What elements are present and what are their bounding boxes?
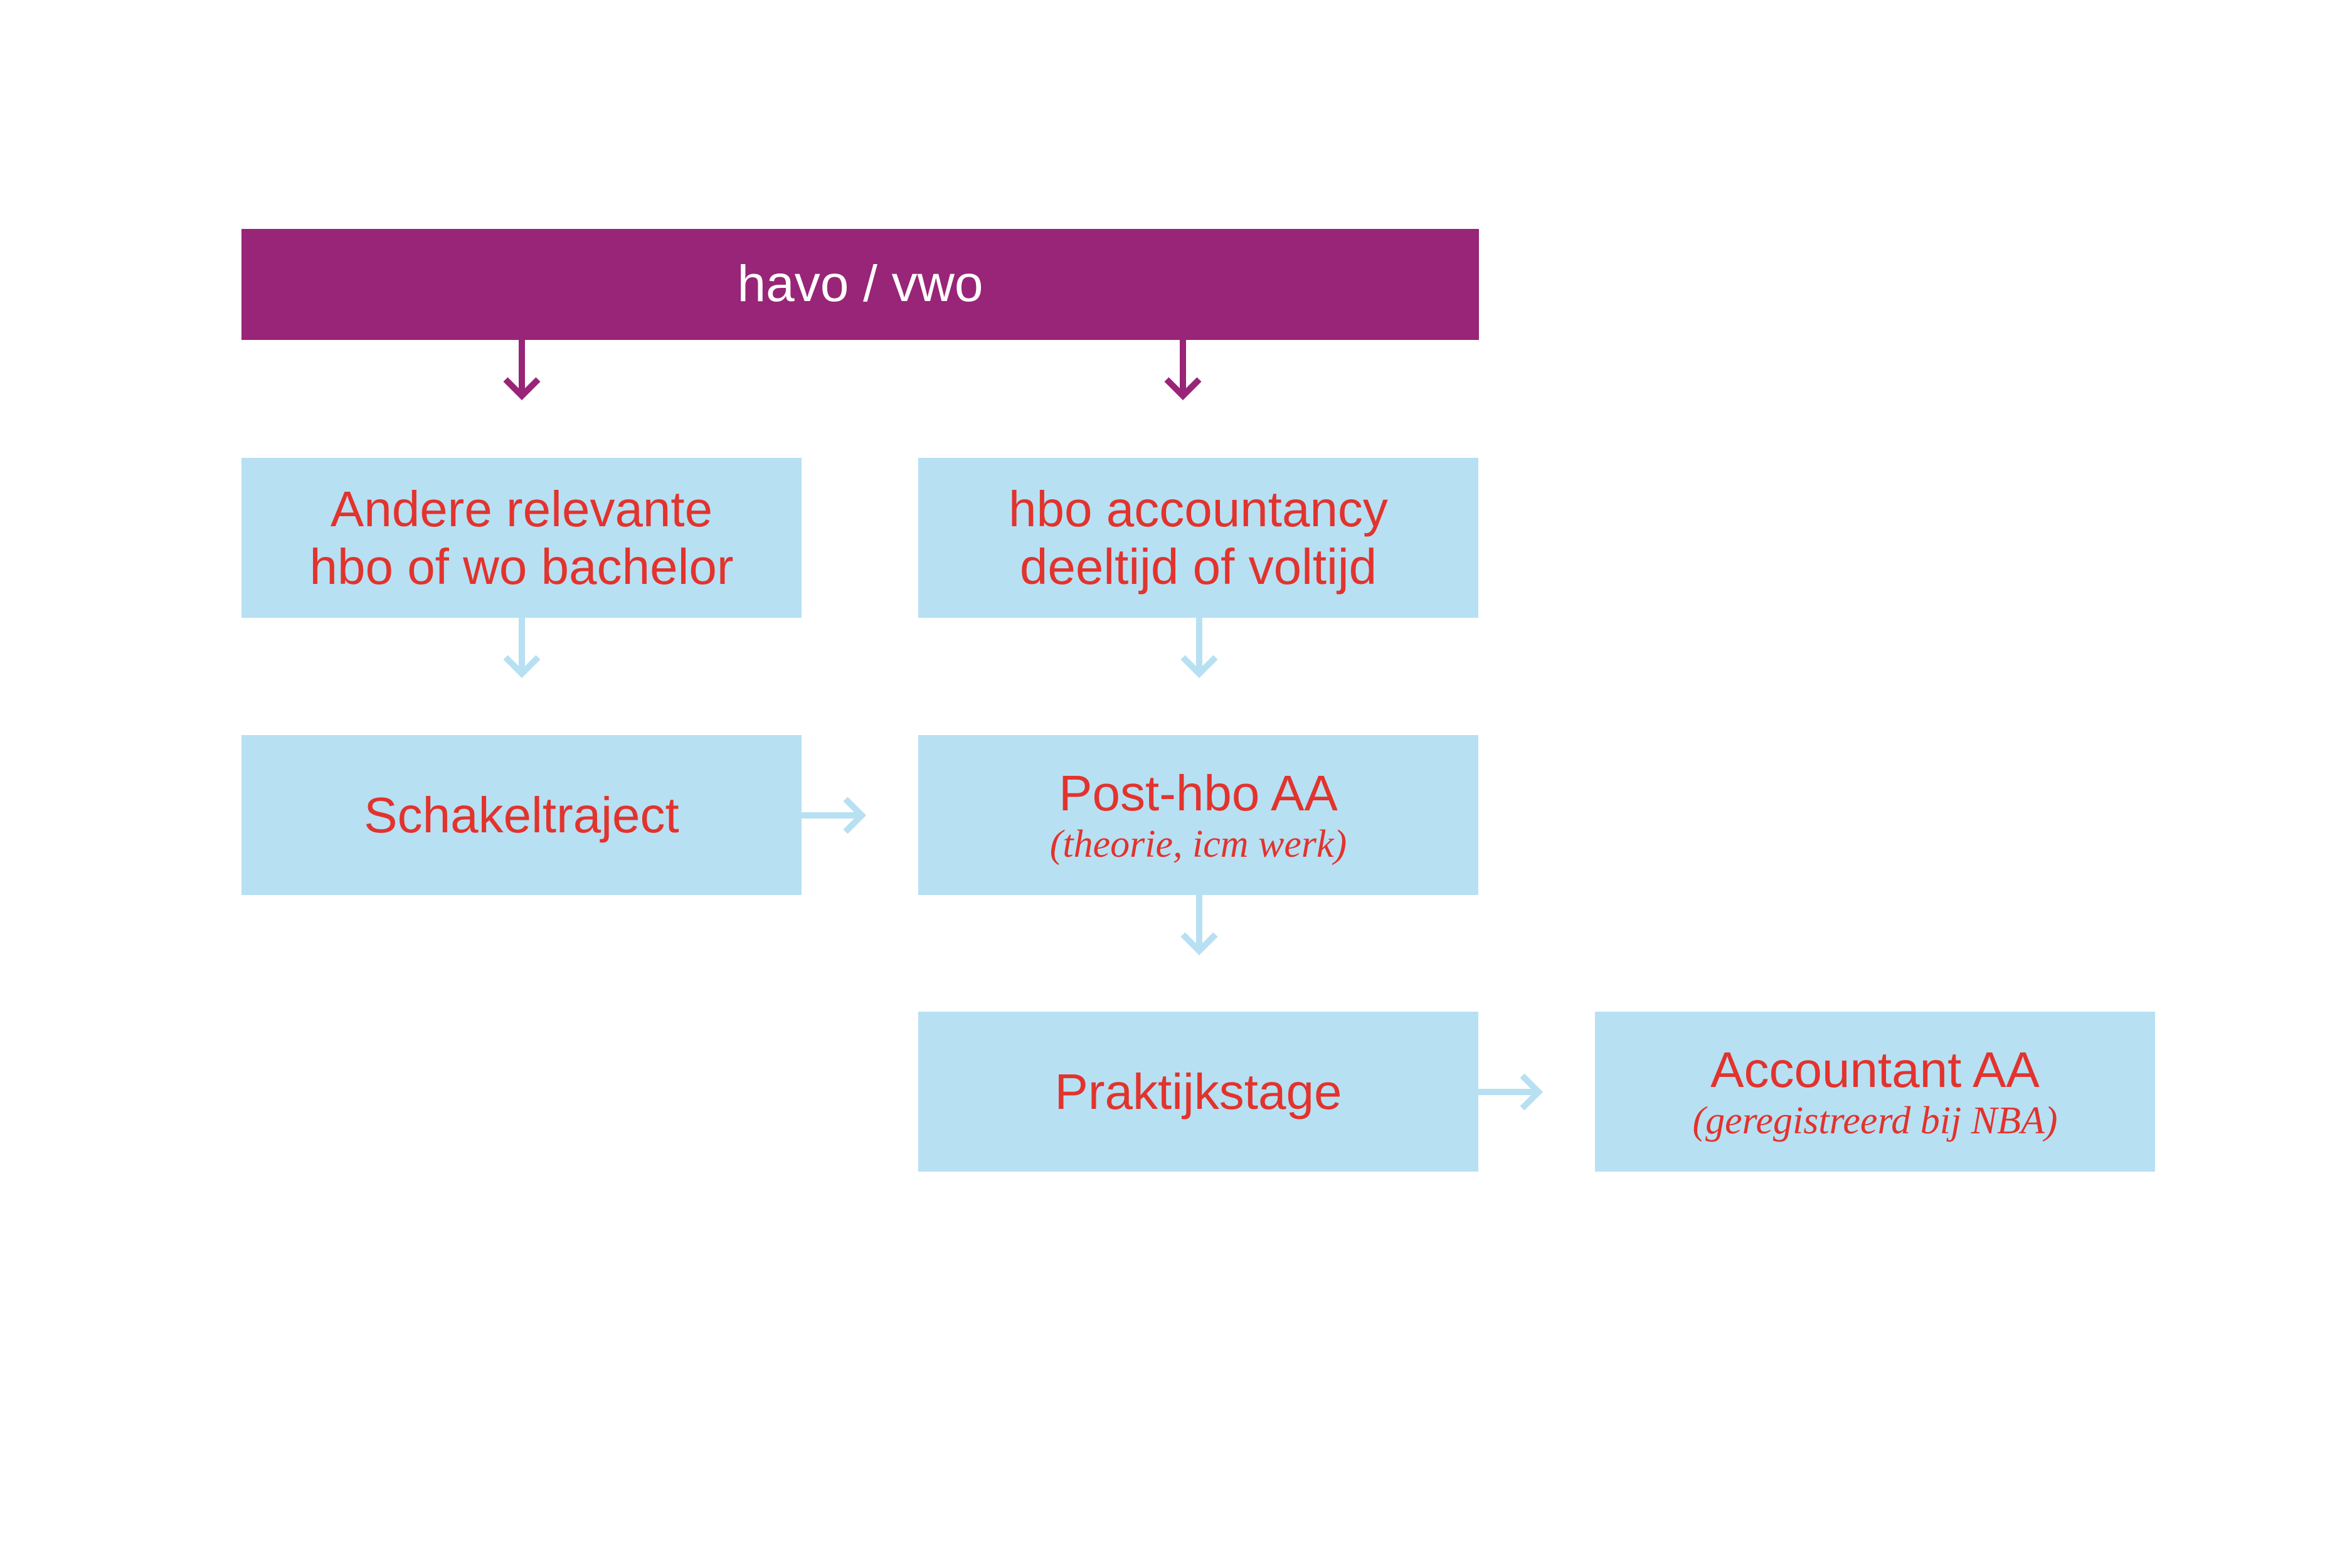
node-andere-bachelor-line2: hbo of wo bachelor xyxy=(309,538,734,595)
arrow-hbo-accountancy-to-post-hbo xyxy=(1180,618,1218,679)
node-post-hbo-aa: Post-hbo AA (theorie, icm werk) xyxy=(918,735,1478,895)
node-praktijkstage-label: Praktijkstage xyxy=(1054,1063,1342,1120)
arrow-schakeltraject-to-post-hbo xyxy=(802,797,867,834)
node-accountant-aa-label: Accountant AA xyxy=(1710,1041,2040,1098)
node-post-hbo-aa-label: Post-hbo AA xyxy=(1059,765,1338,821)
node-andere-bachelor: Andere relevante hbo of wo bachelor xyxy=(241,458,802,618)
node-hbo-accountancy-line2: deeltijd of voltijd xyxy=(1019,538,1377,595)
node-accountant-aa: Accountant AA (geregistreerd bij NBA) xyxy=(1595,1012,2155,1172)
arrow-praktijkstage-to-accountant xyxy=(1478,1073,1544,1111)
node-praktijkstage: Praktijkstage xyxy=(918,1012,1478,1172)
node-post-hbo-aa-sub: (theorie, icm werk) xyxy=(1049,822,1347,866)
node-hbo-accountancy-line1: hbo accountancy xyxy=(1009,480,1388,537)
node-andere-bachelor-line1: Andere relevante xyxy=(330,480,713,537)
arrow-post-hbo-to-praktijkstage xyxy=(1180,895,1218,956)
arrow-andere-to-schakeltraject xyxy=(503,618,541,679)
node-schakeltraject-label: Schakeltraject xyxy=(364,787,679,843)
node-havo-vwo-label: havo / vwo xyxy=(737,255,983,313)
node-havo-vwo: havo / vwo xyxy=(241,229,1479,340)
arrow-havo-to-hbo-accountancy xyxy=(1164,340,1202,401)
node-accountant-aa-sub: (geregistreerd bij NBA) xyxy=(1692,1099,2058,1142)
node-schakeltraject: Schakeltraject xyxy=(241,735,802,895)
node-hbo-accountancy: hbo accountancy deeltijd of voltijd xyxy=(918,458,1478,618)
arrow-havo-to-andere xyxy=(503,340,541,401)
